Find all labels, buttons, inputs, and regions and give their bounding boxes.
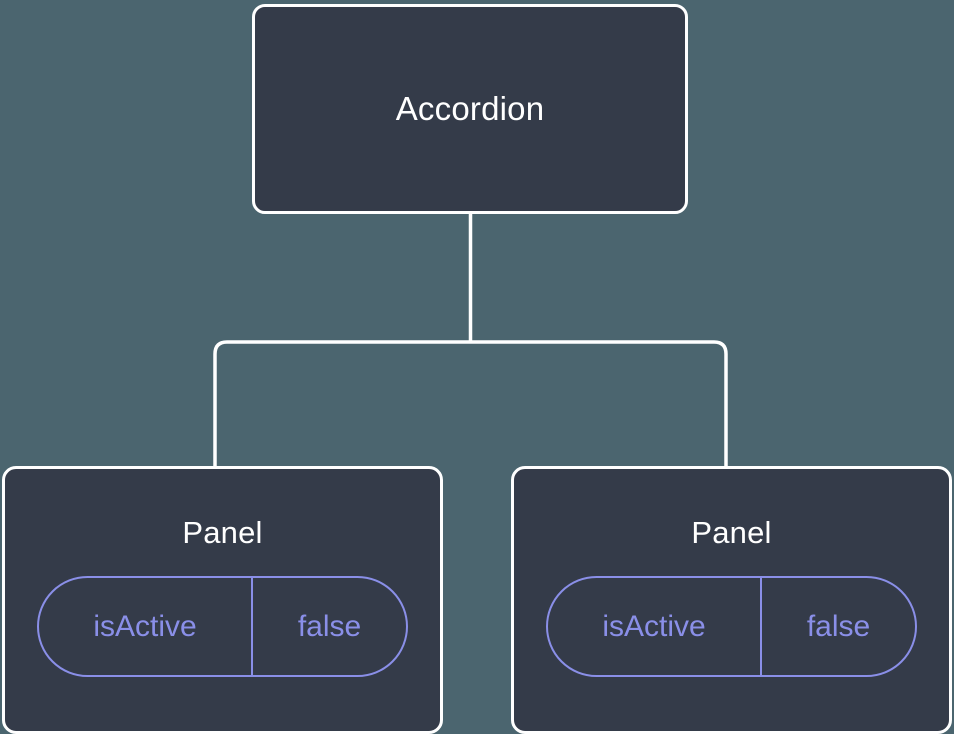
- prop-value: false: [806, 609, 871, 643]
- node-panel-2-prop-isactive[interactable]: isActive false: [546, 576, 917, 678]
- prop-key: isActive: [548, 578, 762, 676]
- prop-key: isActive: [39, 578, 253, 676]
- node-accordion[interactable]: Accordion: [252, 4, 688, 214]
- node-panel-2-title: Panel: [691, 515, 772, 550]
- node-panel-1[interactable]: Panel isActive false: [2, 466, 443, 734]
- edge-branch-left: [213, 340, 471, 470]
- edge-branch-right: [470, 340, 728, 470]
- node-accordion-title: Accordion: [395, 89, 545, 127]
- node-panel-1-title: Panel: [182, 515, 263, 550]
- node-panel-1-prop-isactive[interactable]: isActive false: [37, 576, 408, 678]
- prop-value: false: [297, 609, 362, 643]
- node-panel-2[interactable]: Panel isActive false: [511, 466, 952, 734]
